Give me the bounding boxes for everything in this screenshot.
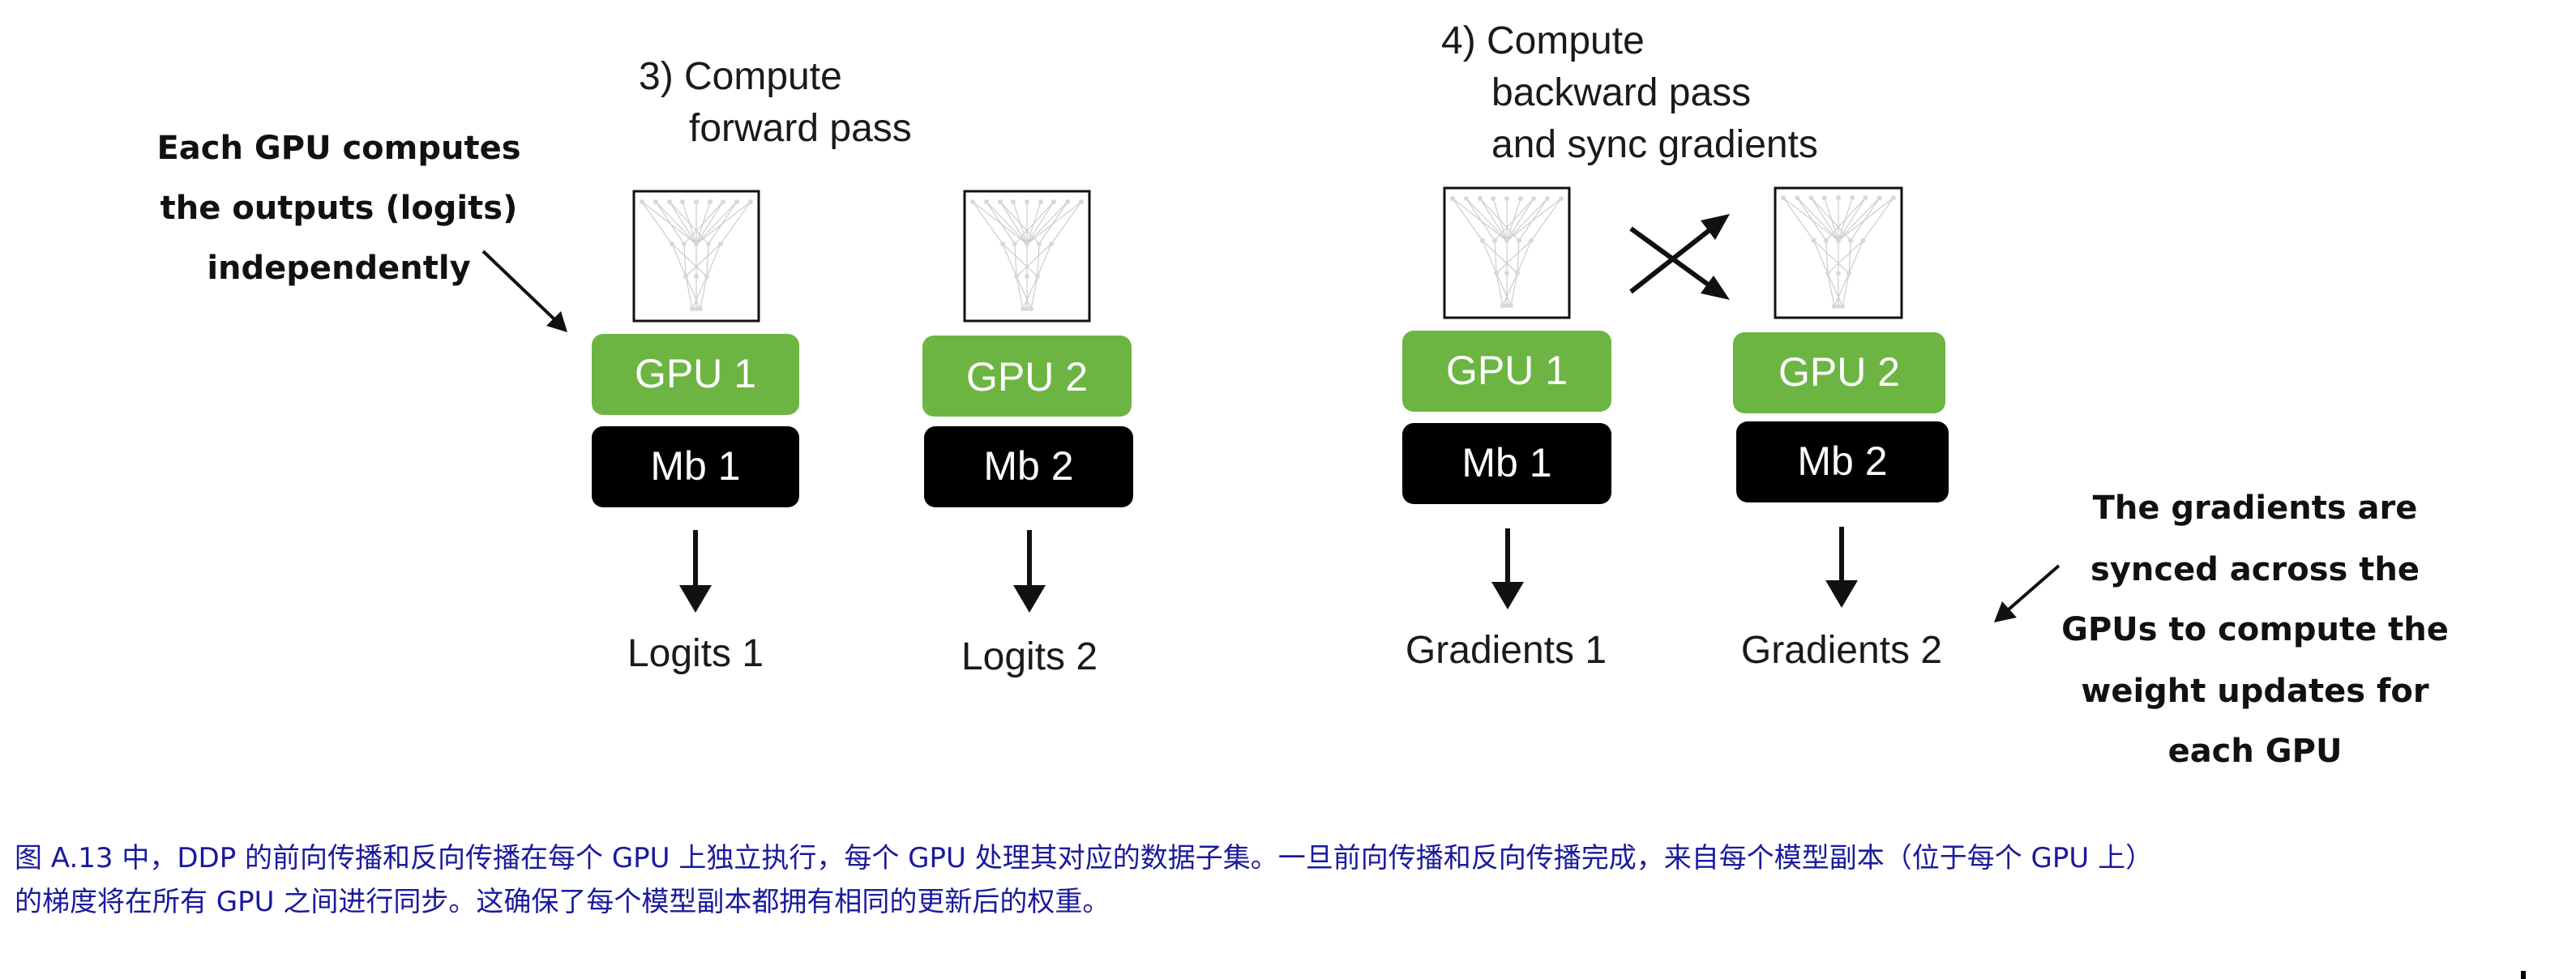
backward-gpu2-column: GPU 2 Mb 2 Gradients 2	[1733, 186, 1949, 672]
right-pointer-arrow-icon	[1994, 564, 2060, 622]
right-note-line-4: weight updates for	[2081, 673, 2429, 710]
gpu-badge	[1402, 331, 1611, 412]
minibatch-label: Mb 1	[1461, 440, 1551, 485]
minibatch-badge	[1402, 423, 1611, 504]
output-label: Gradients 1	[1406, 629, 1607, 672]
gpu-label: GPU 1	[1446, 348, 1568, 393]
output-label: Logits 2	[961, 635, 1098, 678]
left-annotation: Each GPU computes the outputs (logits) i…	[156, 130, 567, 332]
caption-line-1: 图 A.13 中，DDP 的前向传播和反向传播在每个 GPU 上独立执行，每个 …	[15, 842, 2154, 874]
down-arrow-head	[679, 585, 712, 613]
gpu-badge	[1733, 332, 1945, 413]
minibatch-label: Mb 2	[1797, 438, 1887, 484]
figure-caption: 图 A.13 中，DDP 的前向传播和反向传播在每个 GPU 上独立执行，每个 …	[15, 836, 2568, 924]
backward-step-label-2: backward pass	[1491, 71, 1751, 114]
cross-arrows-icon	[1629, 214, 1730, 300]
minibatch-badge	[1736, 421, 1949, 502]
right-annotation: The gradients are synced across the GPUs…	[1994, 489, 2449, 770]
gpu-label: GPU 2	[966, 354, 1088, 400]
forward-gpu1-column: GPU 1 Mb 1 Logits 1	[592, 190, 799, 675]
gpu-label: GPU 1	[635, 351, 756, 396]
minibatch-badge	[924, 426, 1133, 507]
down-arrow-head	[1013, 585, 1046, 613]
down-arrow-head	[1825, 580, 1858, 608]
gpu-badge	[922, 336, 1132, 417]
backward-step-label-1: 4) Compute	[1441, 19, 1645, 62]
caption-line-2: 的梯度将在所有 GPU 之间进行同步。这确保了每个模型副本都拥有相同的更新后的权…	[15, 886, 1110, 918]
forward-step-label-1: 3) Compute	[639, 55, 842, 98]
left-pointer-arrow-icon	[481, 250, 567, 332]
gpu-badge	[592, 334, 799, 415]
forward-gpu2-column: GPU 2 Mb 2 Logits 2	[922, 190, 1133, 678]
backward-step-label-3: and sync gradients	[1491, 123, 1818, 166]
left-note-line-2: the outputs (logits)	[160, 190, 518, 227]
output-label: Gradients 2	[1741, 629, 1942, 672]
minibatch-label: Mb 2	[983, 443, 1073, 489]
right-note-line-1: The gradients are	[2093, 489, 2418, 527]
stray-mark	[2521, 971, 2526, 979]
output-label: Logits 1	[627, 632, 764, 675]
down-arrow-head	[1491, 582, 1524, 609]
right-note-line-2: synced across the	[2090, 551, 2420, 588]
minibatch-label: Mb 1	[650, 443, 740, 489]
minibatch-badge	[592, 426, 799, 507]
left-note-line-3: independently	[207, 250, 470, 287]
forward-step-label-2: forward pass	[689, 107, 912, 150]
right-note-line-5: each GPU	[2168, 733, 2343, 770]
right-note-line-3: GPUs to compute the	[2061, 611, 2449, 648]
gpu-label: GPU 2	[1778, 349, 1900, 395]
left-note-line-1: Each GPU computes	[156, 130, 520, 167]
backward-gpu1-column: GPU 1 Mb 1 Gradients 1	[1402, 186, 1611, 672]
